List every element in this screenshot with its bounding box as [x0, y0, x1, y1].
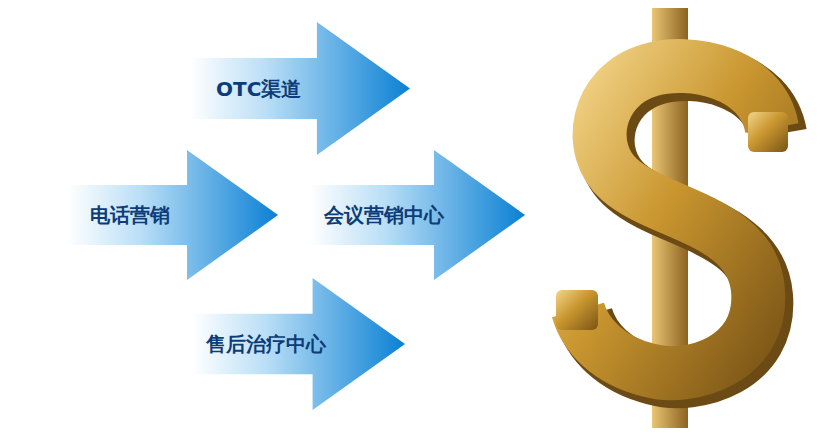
dollar-curve: [578, 66, 772, 373]
arrow-shape: 会议营销中心: [310, 150, 525, 280]
arrow-shape: 电话营销: [68, 150, 278, 280]
arrow-shape: OTC渠道: [190, 22, 410, 155]
arrow-body: [190, 22, 410, 155]
arrow-label: 会议营销中心: [324, 203, 444, 227]
arrow-label: OTC渠道: [216, 77, 301, 101]
arrow-body: [68, 150, 278, 280]
arrow-body: [310, 150, 525, 280]
dollar-sign: [556, 8, 788, 428]
dollar-serif: [748, 112, 788, 152]
dollar-serif: [556, 290, 598, 330]
arrow-shape: 售后治疗中心: [192, 278, 405, 410]
arrow-label: 电话营销: [90, 203, 170, 227]
arrow-label: 售后治疗中心: [206, 332, 326, 356]
arrow-body: [192, 278, 405, 410]
